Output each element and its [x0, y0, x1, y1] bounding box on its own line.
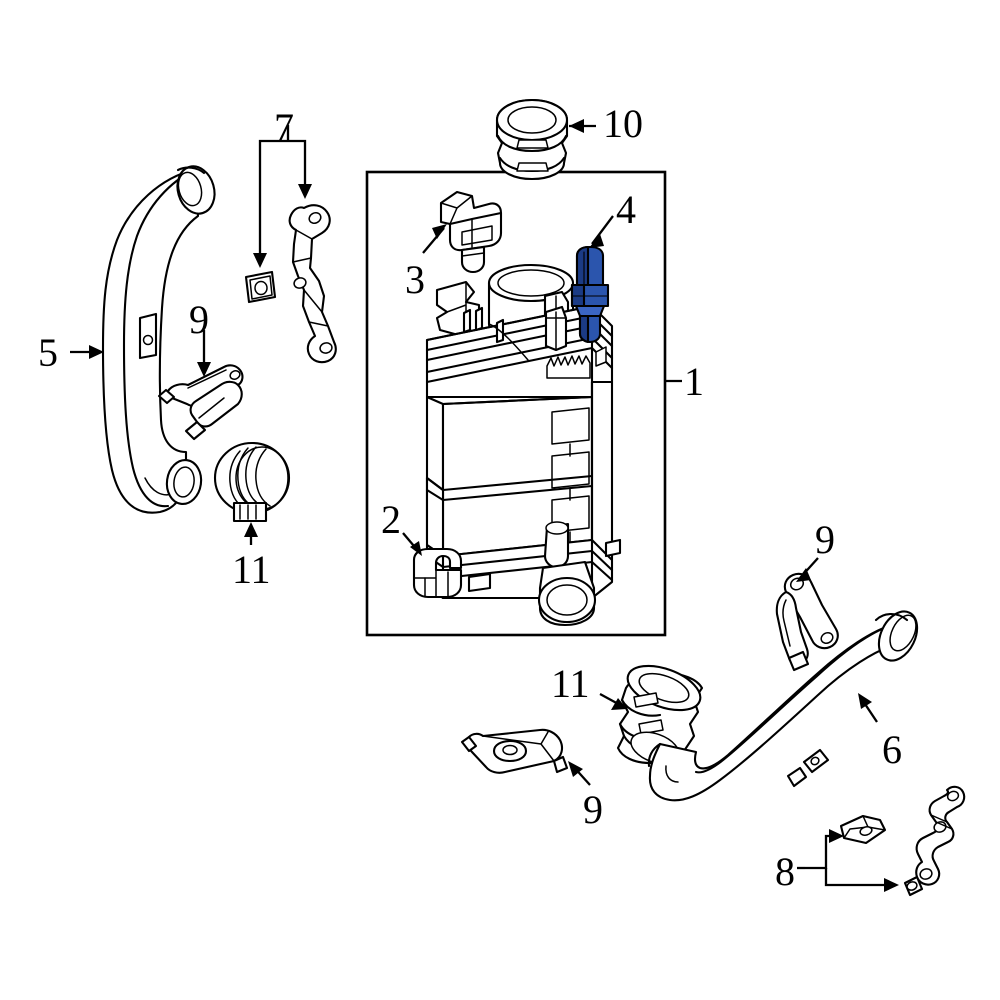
- callout-label-3: 3: [405, 257, 425, 302]
- leader-4: [589, 215, 614, 248]
- callout-label-5: 5: [38, 330, 58, 375]
- callout-label-9-right: 9: [815, 517, 835, 562]
- callout-label-8: 8: [775, 849, 795, 894]
- callout-label-7: 7: [274, 105, 294, 150]
- callout-label-1: 1: [684, 359, 704, 404]
- leader-9-right: [796, 557, 819, 582]
- leader-7-bracket: [253, 125, 312, 268]
- leader-2: [402, 532, 422, 556]
- part-7-bracket-rod: [288, 204, 337, 364]
- leader-8-bracket: [797, 829, 899, 892]
- callout-label-11-left: 11: [232, 547, 271, 592]
- part-11-hose-coupling-lower: [616, 664, 704, 765]
- part-3-pressure-sensor: [439, 190, 503, 274]
- part-5-air-duct-left: [101, 165, 216, 514]
- leader-6: [858, 693, 878, 723]
- leader-3: [422, 224, 447, 254]
- part-9-clamp-upper-left: [157, 364, 244, 441]
- part-1-intercooler-assembly: [425, 263, 622, 627]
- part-2-mount-bushing: [412, 547, 463, 599]
- part-4-temperature-sensor: [570, 245, 610, 344]
- leader-5: [70, 345, 104, 359]
- callout-label-2: 2: [381, 497, 401, 542]
- callout-label-6: 6: [882, 727, 902, 772]
- part-6-charge-air-pipe: [647, 610, 919, 802]
- part-9-clamp-right: [775, 572, 839, 672]
- leader-10: [569, 119, 596, 133]
- part-11-hose-clamp-left: [213, 441, 291, 523]
- callout-label-9-upper-left: 9: [189, 297, 209, 342]
- callout-label-9-lower: 9: [583, 787, 603, 832]
- callout-label-11-lower: 11: [551, 661, 590, 706]
- leader-9-lower: [568, 761, 591, 786]
- leader-9-upper-left: [197, 330, 211, 377]
- part-8-retaining-clip: [839, 814, 887, 845]
- leader-11-lower: [599, 692, 627, 710]
- part-7-grommet: [244, 270, 277, 304]
- part-8-contoured-bracket: [903, 785, 966, 897]
- leader-11-left: [244, 522, 258, 545]
- part-9-clamp-lower: [460, 728, 569, 774]
- callout-label-10: 10: [603, 101, 643, 146]
- part-10-rubber-sleeve: [495, 98, 569, 181]
- callout-label-4: 4: [616, 187, 636, 232]
